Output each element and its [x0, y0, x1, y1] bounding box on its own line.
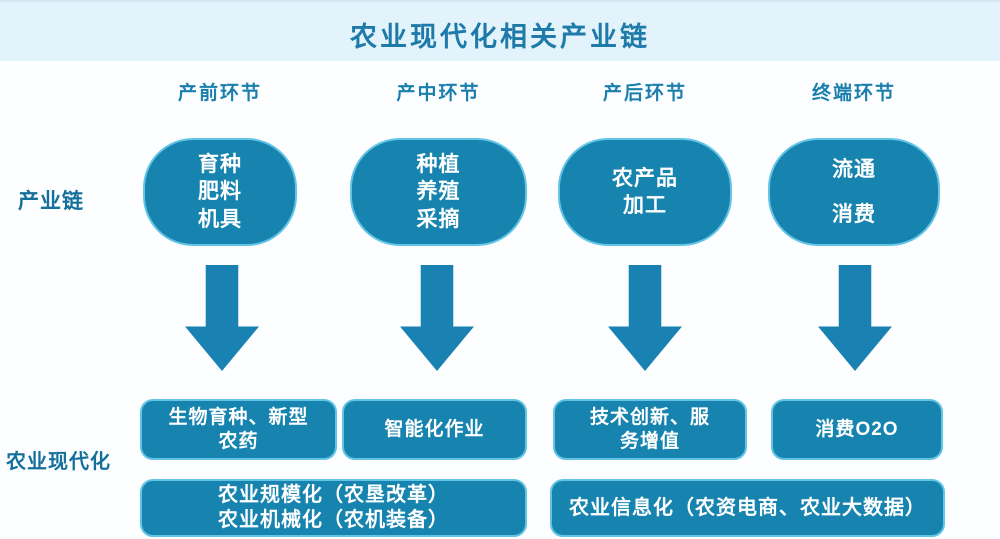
stage-header-terminal: 终端环节 — [811, 83, 896, 104]
row-label-industry-chain: 产业链 — [18, 190, 84, 213]
box-intelligent-operation: 智能化作业 — [342, 399, 527, 460]
row-label-agri-modernization: 农业现代化 — [6, 451, 111, 473]
pill-text-line: 消费 — [832, 203, 876, 226]
down-arrow-icon — [400, 265, 474, 371]
pill-mid-production: 种植 养殖 采摘 — [350, 138, 527, 246]
box-text-line: 生物育种、新型 — [168, 406, 309, 428]
box-text-line: 技术创新、服 — [589, 406, 710, 428]
pill-text-line: 加工 — [623, 194, 667, 217]
title-band — [0, 0, 1000, 61]
pill-text-line: 农产品 — [612, 166, 678, 190]
box-text-line: 农药 — [218, 430, 259, 452]
down-arrow-icon — [185, 265, 259, 371]
pill-text-line: 肥料 — [198, 180, 242, 204]
wide-box-text-line: 农业信息化（农资电商、农业大数据） — [569, 496, 926, 519]
box-biological-breeding: 生物育种、新型 农药 — [140, 399, 337, 460]
stage-header-pre-production: 产前环节 — [177, 83, 262, 104]
box-text-line: 务增值 — [619, 430, 680, 452]
box-consumption-o2o: 消费O2O — [771, 399, 943, 460]
pill-text-line: 采摘 — [416, 207, 461, 231]
stage-header-post-production: 产后环节 — [602, 83, 687, 104]
pill-terminal: 流通 消费 — [768, 138, 940, 246]
wide-box-informatization: 农业信息化（农资电商、农业大数据） — [550, 479, 945, 537]
down-arrow-icon — [608, 265, 682, 371]
wide-box-text-line: 农业规模化（农垦改革） — [218, 484, 449, 506]
box-text-line: 消费O2O — [815, 418, 899, 440]
pill-pre-production: 育种 肥料 机具 — [143, 138, 297, 246]
pill-text-line: 育种 — [198, 153, 242, 177]
wide-box-scale-mechanization: 农业规模化（农垦改革） 农业机械化（农机装备） — [140, 479, 527, 537]
pill-text-line: 种植 — [416, 153, 461, 177]
pill-text-line: 养殖 — [416, 180, 461, 204]
pill-text-line: 流通 — [832, 157, 876, 181]
pill-post-production: 农产品 加工 — [558, 138, 732, 246]
box-text-line: 智能化作业 — [384, 418, 485, 440]
diagram-title: 农业现代化相关产业链 — [350, 22, 650, 52]
wide-box-text-line: 农业机械化（农机装备） — [218, 509, 449, 531]
stage-header-mid-production: 产中环节 — [396, 83, 481, 104]
box-tech-innovation: 技术创新、服 务增值 — [553, 399, 747, 460]
pill-text-line: 机具 — [198, 207, 242, 231]
down-arrow-icon — [818, 265, 892, 371]
